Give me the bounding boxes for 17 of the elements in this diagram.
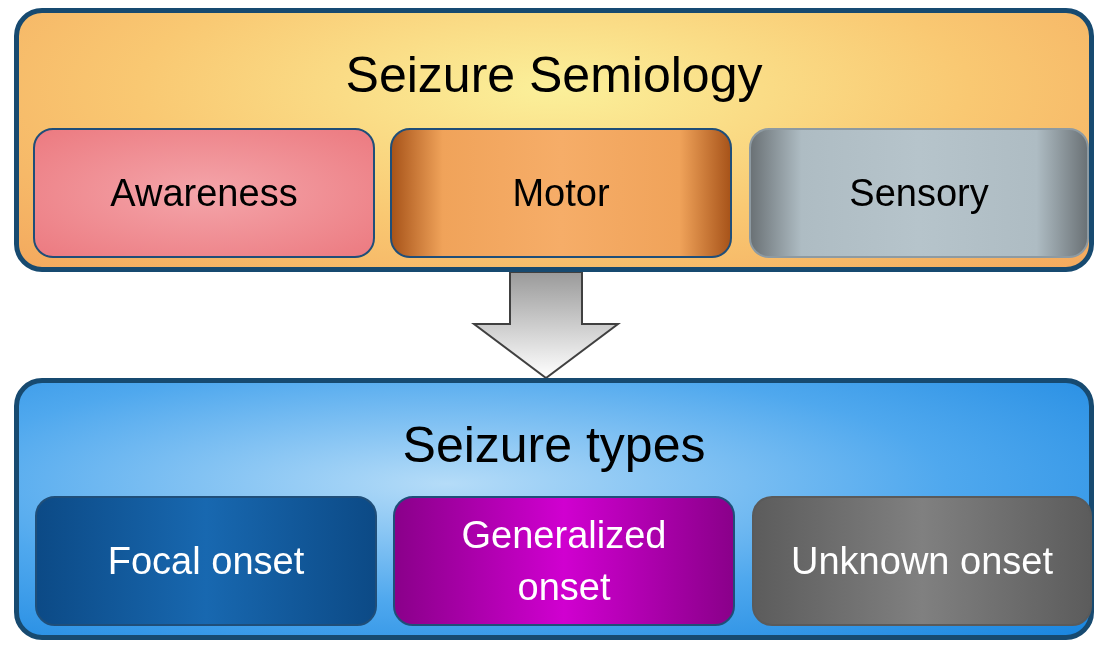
category-box [390, 128, 732, 258]
category-box [33, 128, 375, 258]
group-panel [14, 378, 1094, 640]
block-arrow [471, 271, 621, 380]
category-label: Generalized onset [460, 513, 668, 610]
panel-title: Seizure Semiology [344, 47, 764, 103]
category-label: Sensory [848, 171, 990, 216]
category-box [393, 496, 735, 626]
category-label: Focal onset [106, 539, 306, 584]
category-box [35, 496, 377, 626]
group-panel [14, 8, 1094, 272]
category-label: Unknown onset [790, 539, 1054, 584]
panel-title: Seizure types [401, 417, 707, 473]
category-label: Awareness [109, 171, 299, 216]
category-box [752, 496, 1092, 626]
category-label: Motor [511, 171, 611, 216]
category-box [749, 128, 1089, 258]
